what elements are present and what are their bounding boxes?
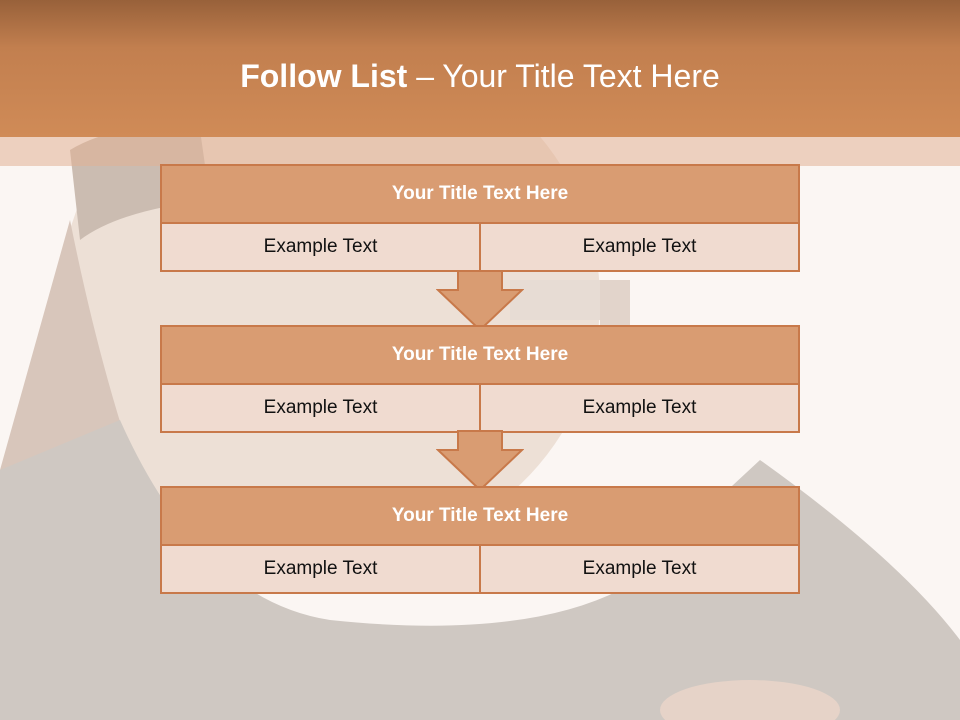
block-cell-right: Example Text [479,224,798,270]
slide-title-bold: Follow List [240,58,408,94]
list-block-1: Your Title Text Here Example Text Exampl… [160,164,800,272]
list-block-3: Your Title Text Here Example Text Exampl… [160,486,800,594]
down-arrow-icon [436,430,524,492]
block-cell-left: Example Text [162,546,479,592]
down-arrow-icon [436,270,524,332]
block-row: Example Text Example Text [162,546,798,592]
block-title: Your Title Text Here [162,488,798,546]
block-cell-right: Example Text [479,546,798,592]
block-title: Your Title Text Here [162,166,798,224]
header-bar [0,0,960,137]
list-block-2: Your Title Text Here Example Text Exampl… [160,325,800,433]
block-row: Example Text Example Text [162,385,798,431]
block-cell-left: Example Text [162,385,479,431]
slide-title: Follow List – Your Title Text Here [0,56,960,96]
block-cell-left: Example Text [162,224,479,270]
block-title: Your Title Text Here [162,327,798,385]
header-strip [0,137,960,166]
slide-title-rest: – Your Title Text Here [407,58,720,94]
block-cell-right: Example Text [479,385,798,431]
block-row: Example Text Example Text [162,224,798,270]
